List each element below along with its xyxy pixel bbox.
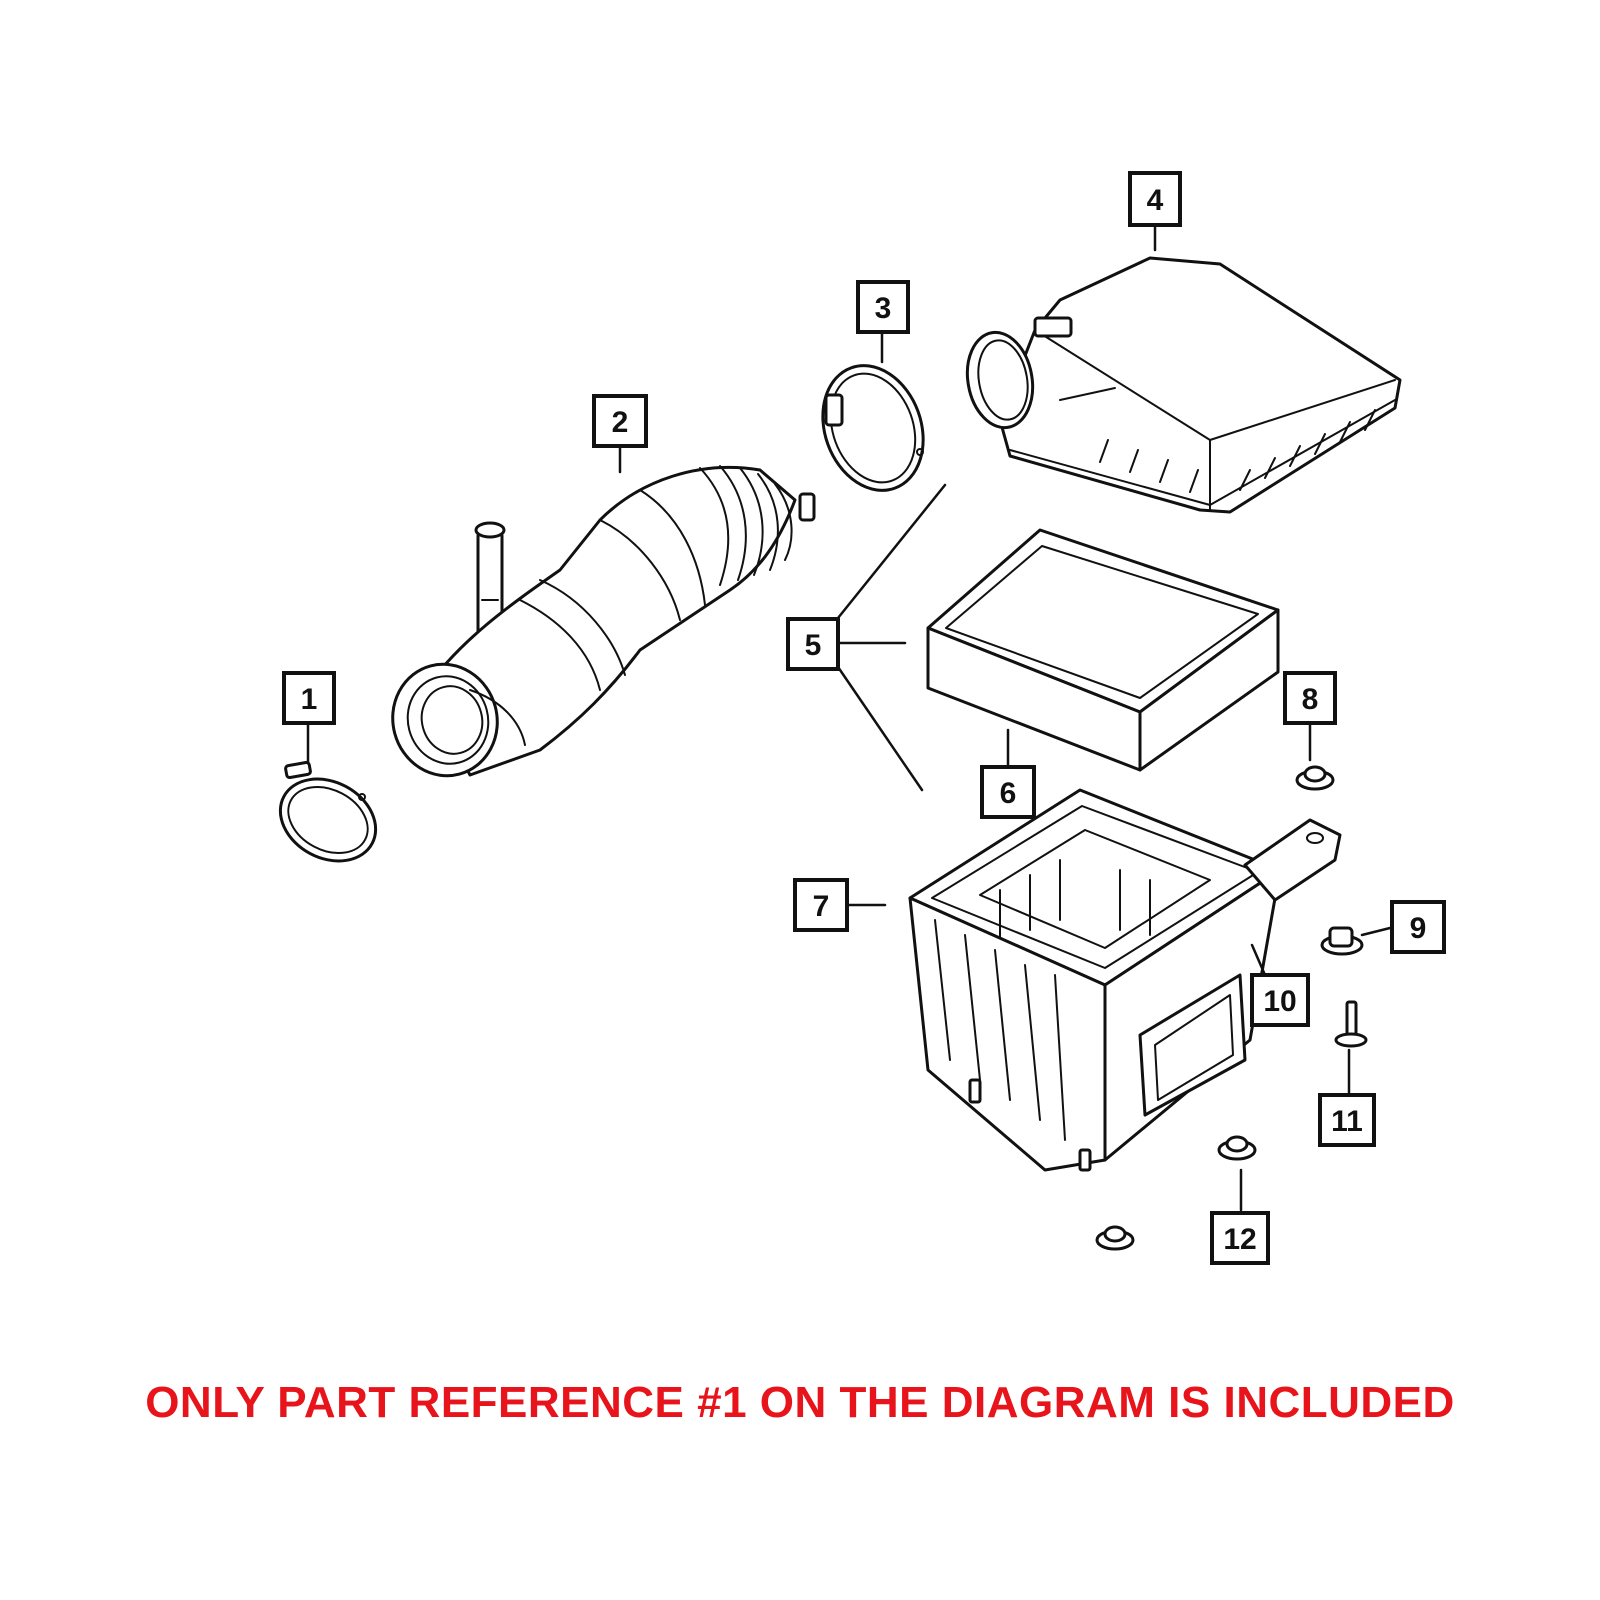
callout-4-label: 4 (1147, 184, 1164, 217)
callout-10-label: 10 (1263, 985, 1296, 1018)
part-9-push-fastener (1320, 926, 1364, 956)
callout-5: 5 (786, 617, 840, 671)
callout-3-label: 3 (875, 292, 892, 325)
part-8-grommet (1295, 765, 1335, 791)
part-3-large-clamp (821, 364, 925, 492)
callout-1: 1 (282, 671, 336, 725)
leader-lines (306, 224, 1392, 1212)
part-12-grommets (1095, 1135, 1257, 1251)
part-11-bolt (1334, 1000, 1368, 1048)
callout-12-label: 12 (1223, 1223, 1256, 1256)
callout-8: 8 (1283, 671, 1337, 725)
part-7-airbox-housing (908, 788, 1342, 1172)
part-6-air-filter (926, 528, 1280, 772)
part-1-hose-clamp (278, 760, 378, 863)
callout-11: 11 (1318, 1093, 1376, 1147)
included-part-notice: ONLY PART REFERENCE #1 ON THE DIAGRAM IS… (145, 1378, 1455, 1427)
callout-9: 9 (1390, 900, 1446, 954)
callout-7-label: 7 (813, 890, 830, 923)
part-2-intake-duct (391, 465, 816, 778)
callout-2: 2 (592, 394, 648, 448)
callout-11-label: 11 (1331, 1105, 1363, 1138)
callout-1-label: 1 (301, 683, 318, 716)
callout-4: 4 (1128, 171, 1182, 227)
callout-7: 7 (793, 878, 849, 932)
callout-5-label: 5 (805, 629, 822, 662)
callout-10: 10 (1250, 973, 1310, 1027)
callout-6: 6 (980, 765, 1036, 819)
part-4-airbox-cover (965, 256, 1402, 514)
callout-3: 3 (856, 280, 910, 334)
callout-6-label: 6 (1000, 777, 1017, 810)
callout-8-label: 8 (1302, 683, 1319, 716)
callout-12: 12 (1210, 1211, 1270, 1265)
callout-2-label: 2 (612, 406, 629, 439)
callout-9-label: 9 (1410, 912, 1427, 945)
